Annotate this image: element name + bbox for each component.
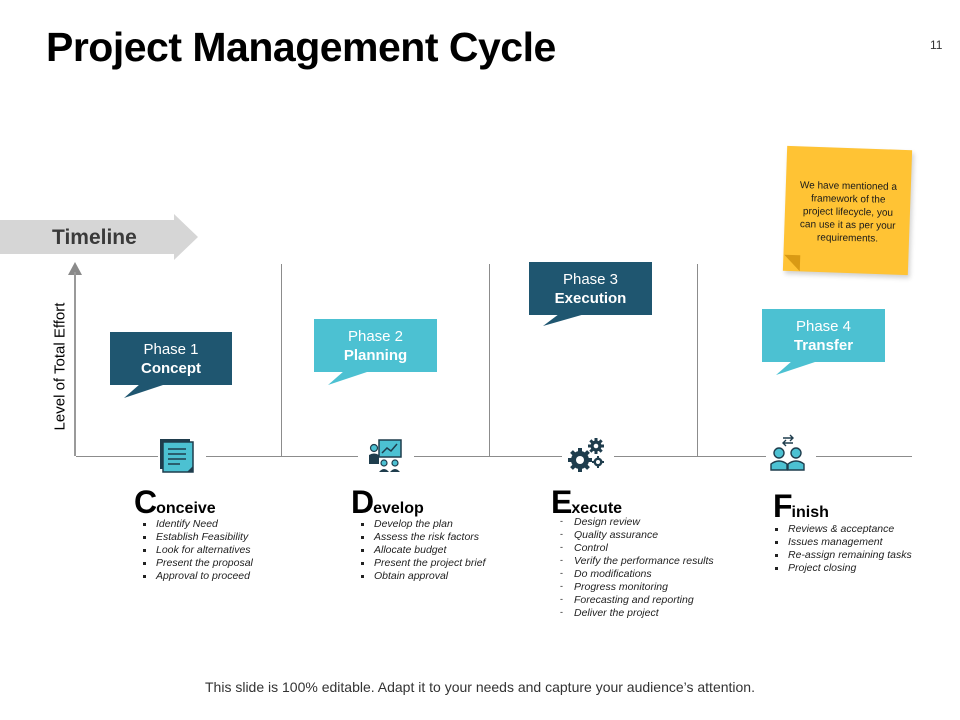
footer-note: This slide is 100% editable. Adapt it to… [205,679,755,695]
phase-4-callout: Phase 4 Transfer [762,309,885,362]
list-item: Re-assign remaining tasks [770,549,912,562]
phase-3-name: Execution [554,290,627,307]
phase-2-heading: Develop [351,484,424,521]
list-item: Approval to proceed [138,570,253,583]
phase-1-callout: Phase 1 Concept [110,332,232,385]
document-icon [158,436,198,476]
phase-4-number: Phase 4 [795,318,852,335]
list-item: Establish Feasibility [138,531,253,544]
slide-number: 11 [930,38,943,52]
timeline-label: Timeline [52,226,137,249]
phase-3-heading-rest: xecute [571,500,623,517]
list-item: Progress monitoring [556,580,714,594]
baseline [206,456,358,457]
list-item: Present the proposal [138,557,253,570]
phase-3-callout-tail [543,314,585,326]
phase-2-name: Planning [343,347,408,364]
page-title: Project Management Cycle [46,24,556,70]
baseline [816,456,912,457]
list-item: Look for alternatives [138,544,253,557]
phase-4-list: Reviews & acceptance Issues management R… [770,523,912,575]
list-item: Assess the risk factors [356,531,485,544]
gears-icon [566,436,606,476]
phase-1-name: Concept [141,360,201,377]
phase-divider [281,264,282,456]
phase-3-heading: Execute [551,484,622,521]
phase-2-number: Phase 2 [347,328,404,345]
list-item: Project closing [770,562,912,575]
list-item: Verify the performance results [556,554,714,568]
list-item: Control [556,541,714,555]
list-item: Develop the plan [356,518,485,531]
phase-1-callout-tail [124,384,166,398]
list-item: Present the project brief [356,557,485,570]
phase-4-name: Transfer [793,337,854,354]
phase-4-heading-rest: inish [791,504,829,521]
list-item: Forecasting and reporting [556,593,714,607]
list-item: Reviews & acceptance [770,523,912,536]
phase-2-list: Develop the plan Assess the risk factors… [356,518,485,583]
y-axis-label: Level of Total Effort [51,302,69,431]
phase-4-heading: Finish [773,488,829,525]
phase-divider [489,264,490,456]
team-exchange-icon [768,434,808,474]
phase-2-initial: D [351,484,374,520]
baseline [614,456,766,457]
phase-1-heading-rest: onceive [156,500,216,517]
list-item: Issues management [770,536,912,549]
phase-3-callout: Phase 3 Execution [529,262,652,315]
phase-divider [697,264,698,456]
phase-2-callout: Phase 2 Planning [314,319,437,372]
list-item: Obtain approval [356,570,485,583]
phase-3-number: Phase 3 [562,271,619,288]
phase-4-callout-tail [776,361,818,375]
baseline [414,456,562,457]
list-item: Allocate budget [356,544,485,557]
phase-1-number: Phase 1 [143,341,199,358]
phase-4-initial: F [773,488,793,524]
list-item: Design review [556,515,714,529]
sticky-note-fold [783,254,801,272]
y-axis-arrowhead [68,262,82,275]
phase-3-list: Design review Quality assurance Control … [556,515,714,620]
sticky-note-text: We have mentioned a framework of the pro… [799,180,898,245]
phase-1-heading: Conceive [134,484,216,521]
presentation-icon [367,436,407,476]
list-item: Do modifications [556,567,714,581]
baseline [76,456,158,457]
phase-1-initial: C [134,484,157,520]
list-item: Deliver the project [556,606,714,620]
y-axis-line [74,272,76,456]
phase-2-heading-rest: evelop [373,500,424,517]
phase-2-callout-tail [328,371,370,385]
phase-3-initial: E [551,484,572,520]
timeline-arrow [0,214,198,260]
phase-1-list: Identify Need Establish Feasibility Look… [138,518,253,583]
list-item: Identify Need [138,518,253,531]
list-item: Quality assurance [556,528,714,542]
